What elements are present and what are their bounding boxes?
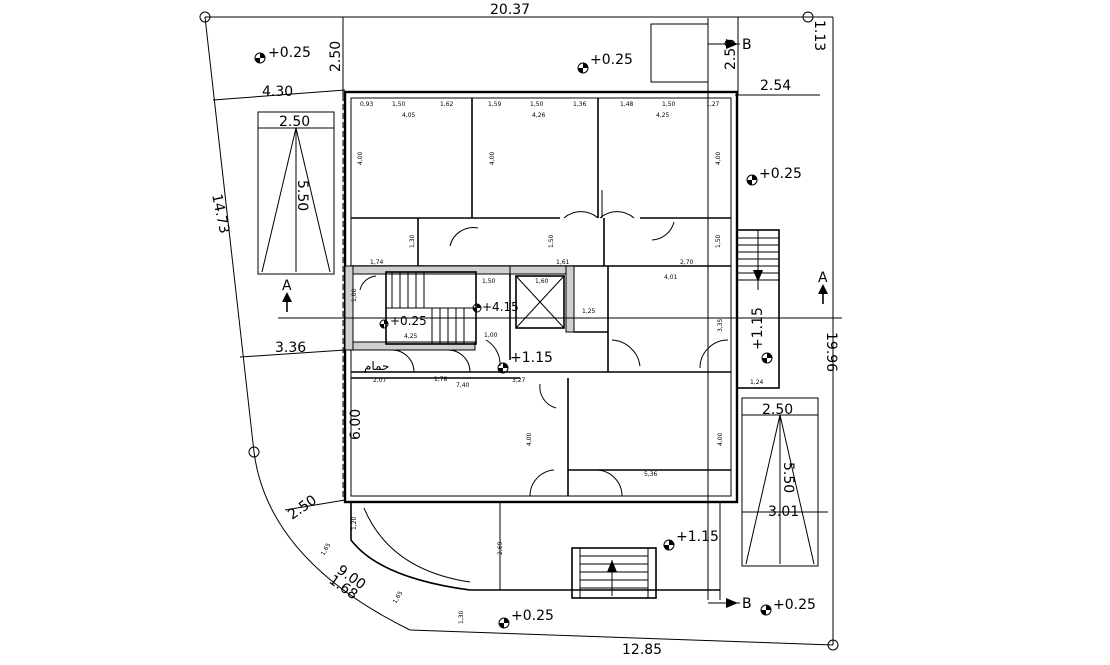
dim-right-total: 19.96 [823,332,839,372]
small-dim: 4,00 [357,151,364,165]
level-core: +1.15 [510,350,553,366]
small-dim: 4,00 [717,432,724,446]
level-bottom-right: +0.25 [773,597,816,613]
building [343,90,739,504]
section-mark-b-bottom: B [742,596,752,612]
small-dim: 4,25 [404,333,418,340]
small-dim: 4,00 [526,432,533,446]
dim-left-mid: 3.36 [275,340,306,356]
small-dim: 1,50 [392,101,406,108]
section-mark-b-top: B [742,37,752,53]
parking-right [741,397,828,567]
utility-box [650,23,709,83]
corner-marker [199,11,211,23]
level-stair-landing: +0.25 [390,314,427,328]
parking-left-width: 2.50 [279,114,310,130]
terrace [350,18,721,600]
small-dim: 1,61 [556,259,570,266]
dim-ramp-right-width: 3.01 [768,504,799,520]
small-dim: 1,24 [750,379,764,386]
parking-right-length: 5.50 [780,462,796,493]
section-line-a [278,284,842,319]
dim-curve-radius: 2.50 [285,492,320,523]
parking-left [257,111,335,275]
small-dim: 1,00 [351,288,358,302]
dim-top-total: 20.37 [490,2,530,18]
small-dim: 1,50 [662,101,676,108]
small-dim: 1,74 [370,259,384,266]
small-dim: 1,30 [458,610,465,624]
small-dim: 5,36 [644,471,658,478]
small-dim: 3,27 [512,377,526,384]
small-dim: 4,00 [489,151,496,165]
small-dim: 7,40 [456,382,470,389]
small-dim: 1,65 [320,542,333,557]
small-dim: 0,93 [360,101,374,108]
dim-top-right-corner: 1.13 [811,20,827,51]
level-right-mid: +1.15 [750,307,766,350]
corner-marker [827,639,839,651]
room-label-bath: حمام [364,359,389,373]
small-dim: 1,50 [715,234,722,248]
dim-left-offset: 4.30 [262,84,293,100]
level-right-upper: +0.25 [759,166,802,182]
parking-left-length: 5.50 [294,180,310,211]
section-line-b [708,39,740,608]
small-dim: 1,50 [530,101,544,108]
section-mark-a-left: A [282,278,292,294]
small-dim: 1,65 [392,590,405,605]
dim-top-left-gap: 2.50 [328,41,344,72]
small-dim: 1,27 [706,101,720,108]
small-dim: 1,50 [482,278,496,285]
small-dim: 4,01 [664,274,678,281]
level-bottom-left: +0.25 [511,608,554,624]
small-dim: 4,05 [402,112,416,119]
level-top-mid: +0.25 [590,52,633,68]
site-boundary [199,11,839,651]
small-dim: 1,00 [484,332,498,339]
small-dim: 1,78 [434,376,448,383]
level-symbols [254,52,773,629]
parking-right-width: 2.50 [762,402,793,418]
small-dim: 3,35 [717,318,724,332]
small-dim: 4,25 [656,112,670,119]
dim-left-diagonal: 14.73 [208,193,232,236]
small-dim: 1,50 [548,234,555,248]
bottom-stair [571,547,657,599]
small-dim: 1,48 [620,101,634,108]
corner-marker [802,11,814,23]
small-dim: 4,00 [715,151,722,165]
small-dim: 2,69 [497,541,504,555]
small-dims-top-row: 0,93 1,50 1,62 1,59 1,50 1,36 1,48 1,50 … [360,101,720,119]
dim-right-offset: 2.54 [760,78,791,94]
small-dim: 1,25 [582,308,596,315]
small-dim: 1,20 [351,516,358,530]
small-dim: 4,26 [532,112,546,119]
small-dim: 1,36 [573,101,587,108]
right-stair [736,229,780,389]
small-dims-heights: 4,00 4,00 4,00 [357,151,722,165]
small-dim: 1,60 [535,278,549,285]
section-mark-a-right: A [818,270,828,286]
corner-marker [248,446,260,458]
dim-top-right-gap: 2.50 [723,39,739,70]
dim-lower-left-height: 6.00 [348,409,364,440]
small-dim: 2,70 [680,259,694,266]
small-dim: 1,59 [488,101,502,108]
small-dim: 2,07 [373,377,387,384]
level-bottom-mid: +1.15 [676,529,719,545]
small-dim: 1,62 [440,101,454,108]
level-top-left: +0.25 [268,45,311,61]
small-dim: 1,30 [409,234,416,248]
level-stair-top: +4.15 [482,300,519,314]
dim-bottom-total: 12.85 [622,642,662,658]
